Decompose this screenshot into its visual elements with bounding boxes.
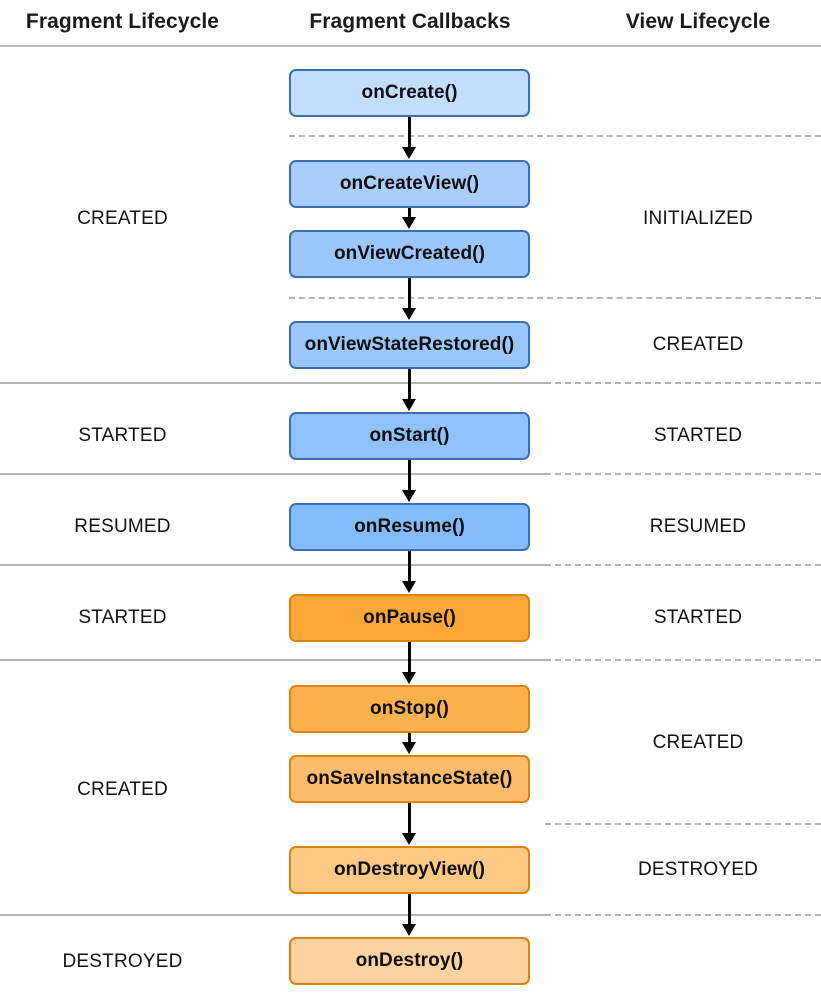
flow-arrow-icon [402,208,416,229]
divider-segment-dashed [289,297,821,299]
divider-segment-dashed [545,914,821,916]
callback-box[interactable]: onViewStateRestored() [289,321,530,369]
divider-segment-solid [0,564,545,566]
flow-arrow-icon [402,369,416,411]
flow-arrow-icon [402,803,416,845]
callback-box[interactable]: onStop() [289,685,530,733]
callback-box[interactable]: onPause() [289,594,530,642]
header-fragment-callbacks: Fragment Callbacks [309,10,511,33]
view-state-label: CREATED [652,334,744,355]
fragment-state-label: RESUMED [74,516,171,537]
fragment-state-label: STARTED [78,607,167,628]
fragment-state-label: STARTED [78,425,167,446]
divider-segment-dashed [545,823,821,825]
divider-segment-solid [0,659,545,661]
flow-arrow-icon [402,642,416,684]
view-state-label: STARTED [653,607,743,628]
flow-arrow-icon [402,551,416,593]
flow-arrow-icon [402,460,416,502]
callback-box[interactable]: onSaveInstanceState() [289,755,530,803]
view-state-label: CREATED [652,732,744,753]
view-state-label: INITIALIZED [643,208,753,229]
divider-segment-dashed [545,473,821,475]
fragment-state-label: CREATED [77,208,168,229]
flow-arrow-icon [402,733,416,754]
flow-arrow-icon [402,117,416,159]
divider-segment-dashed [545,564,821,566]
callback-box[interactable]: onCreate() [289,69,530,117]
divider-segment-dashed [545,659,821,661]
divider-segment-solid [0,473,545,475]
callback-box[interactable]: onDestroy() [289,937,530,985]
header-fragment-lifecycle: Fragment Lifecycle [25,10,220,33]
callback-box[interactable]: onCreateView() [289,160,530,208]
callback-box[interactable]: onResume() [289,503,530,551]
view-state-label: RESUMED [649,516,747,537]
view-state-label: DESTROYED [637,859,759,880]
header-divider-rule [0,45,821,47]
header-view-lifecycle: View Lifecycle [625,10,771,33]
view-state-label: STARTED [653,425,743,446]
flow-arrow-icon [402,278,416,320]
fragment-state-label: CREATED [77,779,168,800]
divider-segment-solid [0,914,545,916]
fragment-state-label: DESTROYED [62,951,183,972]
flow-arrow-icon [402,894,416,936]
divider-segment-solid [0,382,545,384]
divider-segment-dashed [289,135,821,137]
divider-segment-dashed [545,382,821,384]
callback-box[interactable]: onStart() [289,412,530,460]
callback-box[interactable]: onViewCreated() [289,230,530,278]
callback-box[interactable]: onDestroyView() [289,846,530,894]
column-headers: Fragment Lifecycle Fragment Callbacks Vi… [0,0,821,47]
